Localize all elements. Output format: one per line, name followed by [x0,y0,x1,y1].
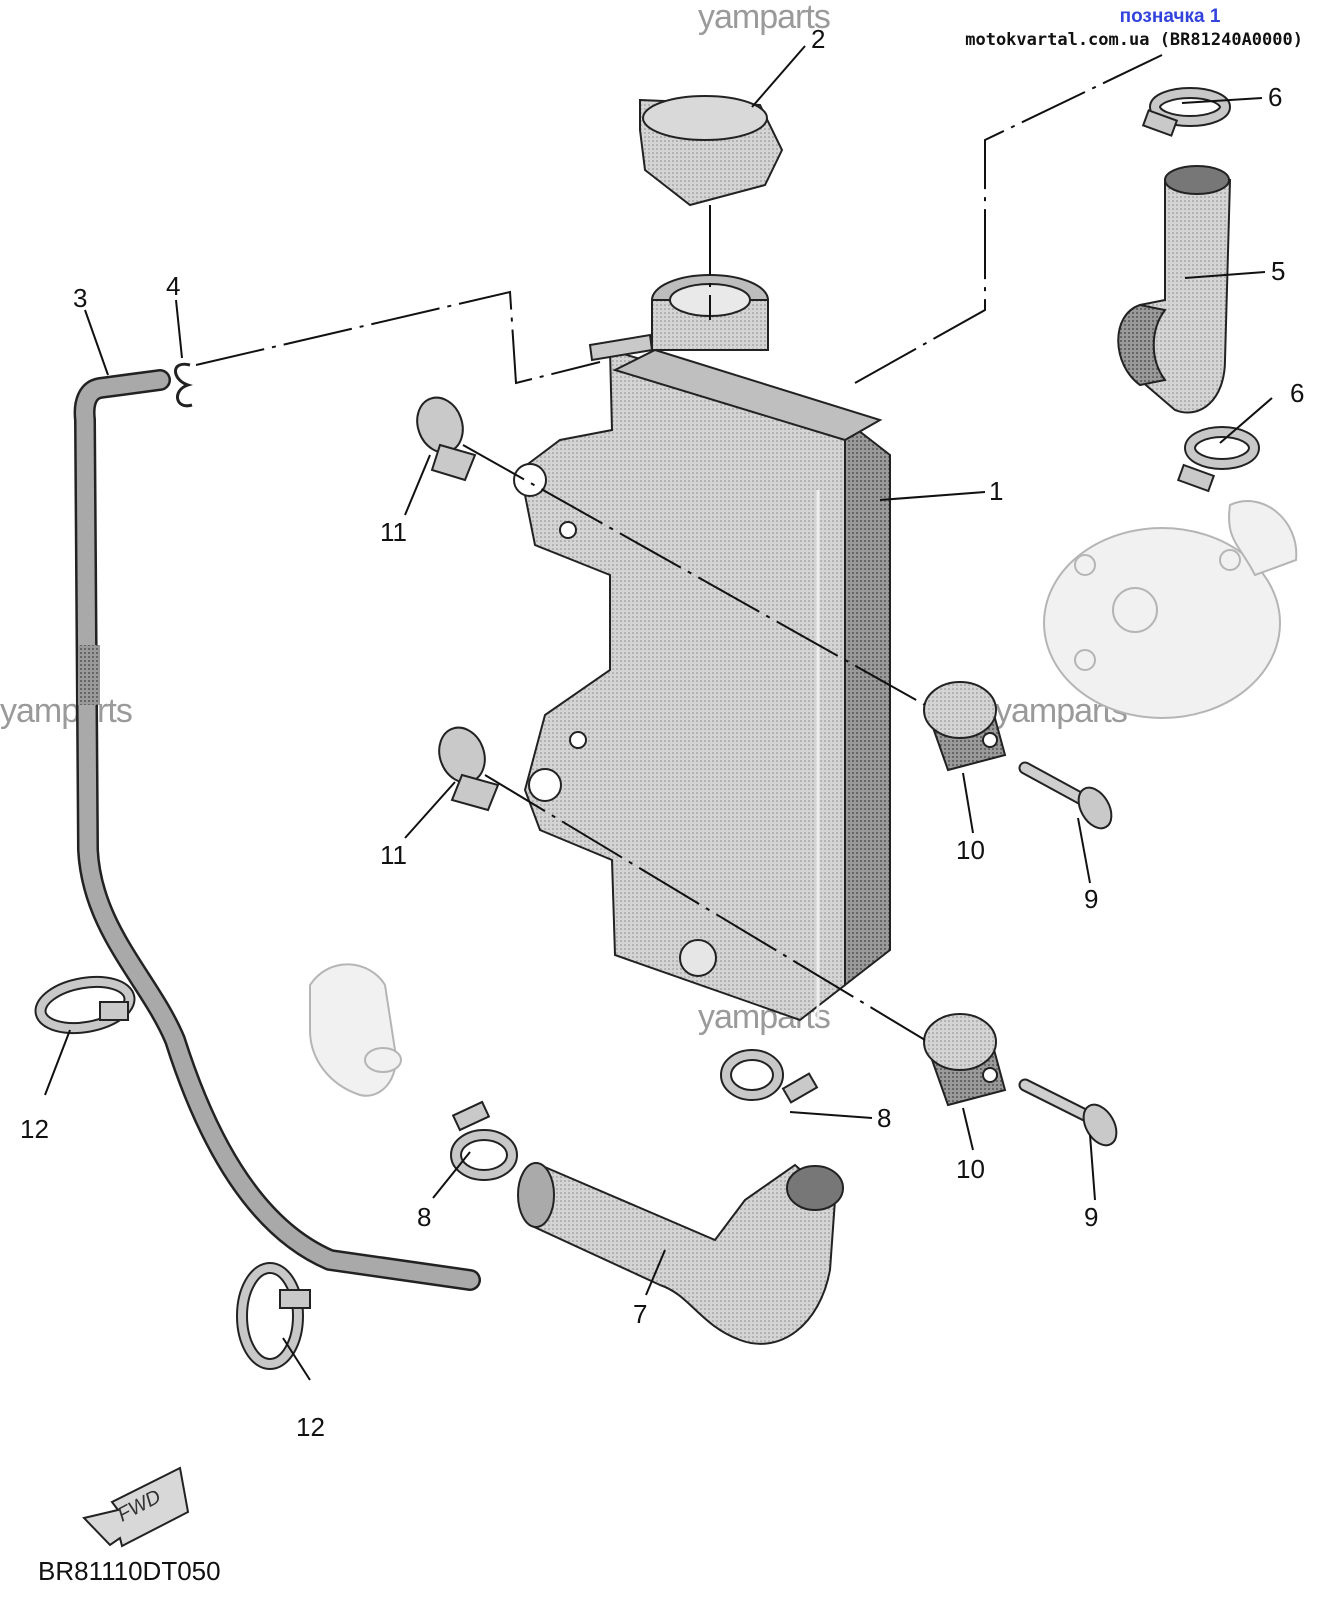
callout-numbers: 2 1 3 4 5 6 6 7 8 8 9 9 10 10 11 11 12 1… [20,24,1304,1442]
collar-upper [416,396,477,482]
upper-hose [1117,165,1232,414]
callout-4: 4 [166,271,180,301]
lower-hose [517,1162,844,1345]
callout-9-lower: 9 [1084,1202,1098,1232]
callout-9-upper: 9 [1084,884,1098,914]
damper-upper [923,681,1007,772]
diagram-code: BR81110DT050 [38,1556,221,1586]
callout-10-lower: 10 [956,1154,985,1184]
assembly-lines [195,54,1163,1041]
damper-lower [923,1013,1007,1107]
callout-12-bottom: 12 [296,1412,325,1442]
radiator-body [513,274,891,1022]
callout-6-upper: 6 [1268,82,1282,112]
hose-clamp-upper [1141,87,1231,137]
callout-6-lower: 6 [1290,378,1304,408]
hose-clamp-lower [1176,426,1260,493]
forward-arrow-icon: FWD [82,1466,190,1548]
ghost-cylinder-head [1043,500,1298,719]
clamp-12b [236,1262,311,1370]
callout-10-upper: 10 [956,835,985,865]
clamp-12a [34,975,136,1035]
header-site: motokvartal.com.ua (BR81240A0000) [965,30,1303,50]
callout-8-left: 8 [417,1202,431,1232]
collar-lower [438,726,500,812]
callout-12-left: 12 [20,1114,49,1144]
watermark-top: yamparts [698,0,830,36]
bolt-upper [1018,761,1113,830]
callout-1: 1 [989,476,1003,506]
ghost-water-pump-elbow [309,963,402,1097]
callout-2: 2 [811,24,825,54]
radiator-cap [639,95,784,207]
bolt-lower [1018,1078,1118,1147]
callout-11-lower: 11 [380,840,407,870]
watermark-left: yamparts [0,692,132,730]
hose-clip [174,362,194,408]
callout-11-upper: 11 [380,517,407,547]
callout-5: 5 [1271,256,1285,286]
hose-clamp-8a [450,1100,518,1181]
leader-lines [44,45,1273,1381]
callout-7: 7 [633,1299,647,1329]
callout-8-right: 8 [877,1103,891,1133]
callout-3: 3 [73,283,87,313]
header-label: позначка 1 [1120,6,1221,27]
hose-clamp-8b [720,1049,819,1104]
